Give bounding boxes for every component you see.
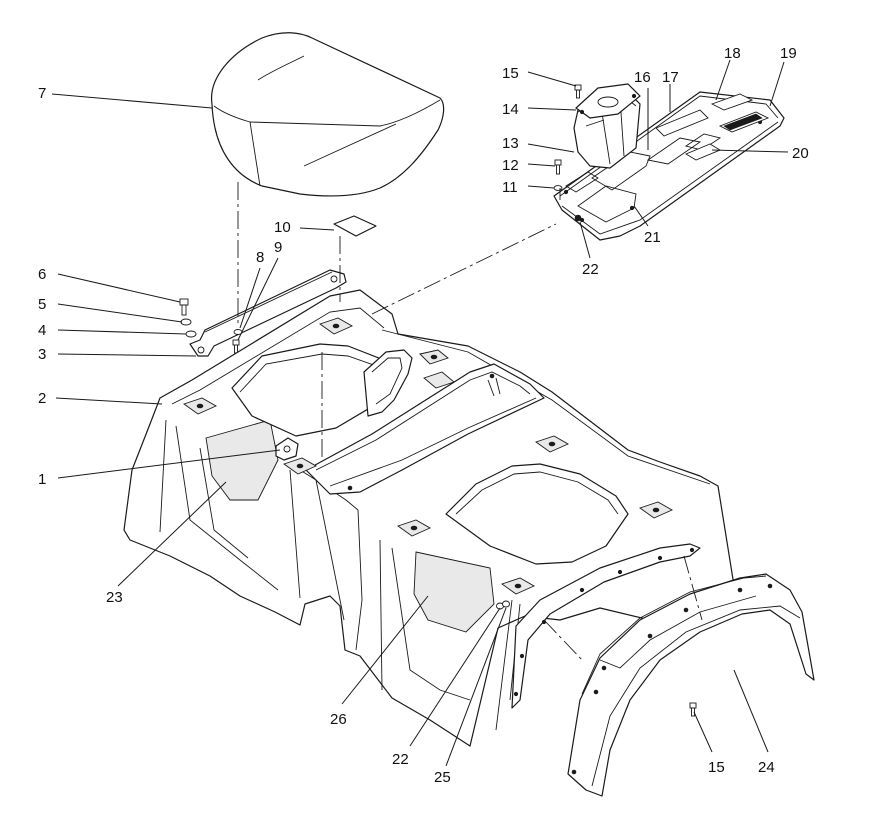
callout-21: 21 — [644, 229, 661, 246]
nut-22-top — [574, 214, 582, 222]
callout-5: 5 — [38, 296, 46, 313]
callout-9: 9 — [274, 239, 282, 256]
decal-19 — [718, 111, 770, 133]
callout-17: 17 — [662, 69, 679, 86]
bolt-6 — [179, 298, 189, 316]
callout-15-top: 15 — [502, 65, 519, 82]
bracket-tab-1 — [275, 437, 299, 461]
center-lines — [237, 182, 703, 663]
seat-insert — [333, 215, 377, 237]
callout-14: 14 — [502, 101, 519, 118]
callout-3: 3 — [38, 346, 46, 363]
callout-19: 19 — [780, 45, 797, 62]
callout-6: 6 — [38, 266, 46, 283]
mount-pad — [419, 349, 449, 365]
callout-23: 23 — [106, 589, 123, 606]
callout-13: 13 — [502, 135, 519, 152]
callout-25: 25 — [434, 769, 451, 786]
mount-pad — [283, 457, 317, 475]
mount-pad — [535, 435, 569, 453]
washer-25 — [502, 600, 510, 608]
washer-11 — [553, 185, 563, 191]
grab-handle — [363, 349, 413, 417]
leader-lines — [51, 59, 789, 767]
decal-18 — [710, 93, 754, 111]
flat-washer-4 — [185, 330, 197, 338]
callout-2: 2 — [38, 390, 46, 407]
callout-18: 18 — [724, 45, 741, 62]
callout-7: 7 — [38, 85, 46, 102]
mount-pad — [319, 317, 353, 335]
mount-pad — [639, 501, 673, 519]
screw-12 — [554, 159, 562, 175]
decal-17 — [655, 109, 709, 137]
mounting-pads — [183, 317, 673, 595]
callout-24: 24 — [758, 759, 775, 776]
callout-15-bottom: 15 — [708, 759, 725, 776]
seat-mounting-bracket — [189, 269, 347, 357]
callout-16: 16 — [634, 69, 651, 86]
hatch-cover-rear — [445, 463, 629, 565]
screw-15-top — [574, 84, 582, 99]
callout-22-bottom: 22 — [392, 751, 409, 768]
callout-26: 26 — [330, 711, 347, 728]
callout-8: 8 — [256, 249, 264, 266]
mount-pad — [397, 519, 431, 537]
rear-flange — [511, 543, 701, 709]
lock-washer-5 — [180, 318, 192, 326]
mount-pad — [423, 371, 455, 389]
callout-1: 1 — [38, 471, 46, 488]
fender — [567, 573, 815, 797]
callout-labels: 7 2 6 5 4 3 1 23 8 9 10 15 14 13 12 11 1… — [38, 45, 809, 786]
right-recess — [413, 551, 495, 633]
console-channel — [305, 363, 545, 495]
callout-20: 20 — [792, 145, 809, 162]
seat-cushion — [211, 32, 445, 197]
callout-22-top: 22 — [582, 261, 599, 278]
callout-10: 10 — [274, 219, 291, 236]
mount-pad — [183, 397, 217, 415]
callout-4: 4 — [38, 322, 46, 339]
callout-12: 12 — [502, 157, 519, 174]
boot-plate-14 — [575, 83, 641, 119]
mount-pad — [501, 577, 535, 595]
callout-11: 11 — [502, 179, 518, 196]
screw-9 — [232, 339, 240, 354]
